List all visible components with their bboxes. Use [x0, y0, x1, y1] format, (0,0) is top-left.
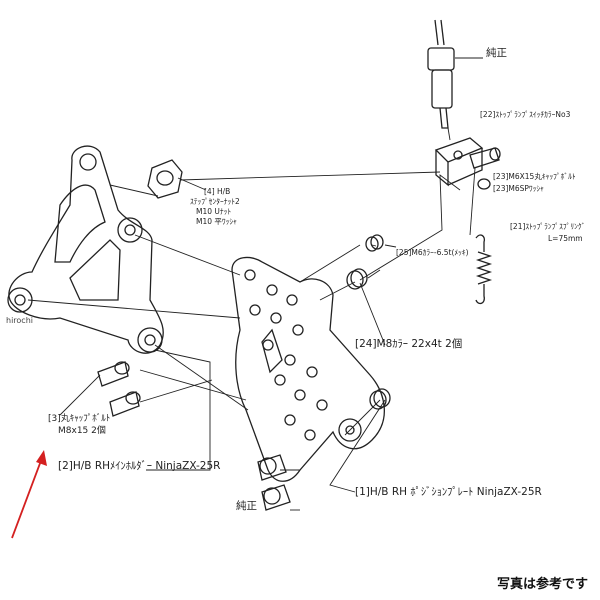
leader-lines	[27, 57, 483, 511]
switch-bracket-part	[434, 137, 484, 187]
reference-photo-note: 写真は参考です	[496, 577, 588, 592]
callout-4-label-4: M10 平ﾜｯｼｬ	[196, 217, 237, 226]
cap-bolts-part	[97, 361, 141, 417]
callout-23-bolt-label: [23]M6X15丸ｷｬｯﾌﾟﾎﾞﾙﾄ	[493, 172, 576, 181]
callout-4-label-1: [4] H/B	[204, 187, 231, 196]
m8-collars-part	[346, 268, 391, 410]
callout-2-label: [2]H/B RHﾒｲﾝﾎﾙﾀﾞｰ NinjaZX-25R	[58, 460, 221, 472]
callout-21-label-2: L=75mm	[548, 234, 583, 243]
callout-4-label-2: ｽﾃｯﾌﾟｾﾝﾀｰﾅｯﾄ2	[190, 197, 240, 206]
genuine-label-top: 純正	[486, 47, 507, 59]
callout-23-washer-label: [23]M6SPﾜｯｼｬ	[493, 184, 544, 193]
main-holder-part	[7, 145, 164, 354]
callout-3-label-2: M8x15 2個	[58, 426, 106, 436]
genuine-label-bottom: 純正	[236, 500, 257, 512]
m6-collar-part	[365, 234, 384, 252]
callout-3-label-1: [3]丸ｷｬｯﾌﾟﾎﾞﾙﾄ	[48, 414, 111, 424]
callout-24-label: [24]M8ｶﾗｰ 22x4t 2個	[355, 338, 463, 350]
callout-25-label: [25]M6ｶﾗｰ-6.5t(ﾒｯｷ)	[396, 248, 469, 257]
callout-1-label: [1]H/B RH ﾎﾟｼﾞｼｮﾝﾌﾟﾚｰﾄ NinjaZX-25R	[355, 486, 542, 498]
callout-21-label-1: [21]ｽﾄｯﾌﾟﾗﾝﾌﾟｽﾌﾟﾘﾝｸﾞ	[510, 222, 586, 231]
watermark: hirochi	[6, 316, 33, 325]
switch-bolt-part	[469, 147, 501, 190]
stop-lamp-switch-part	[427, 19, 455, 129]
position-plate-part	[231, 256, 385, 482]
callout-22-label: [22]ｽﾄｯﾌﾟﾗﾝﾌﾟｽｲｯﾁｶﾗｰNo3	[480, 110, 571, 119]
callout-4-label-3: M10 Uﾅｯﾄ	[196, 207, 232, 216]
center-nut-part	[147, 159, 183, 199]
genuine-bolts-part	[257, 454, 291, 511]
stop-lamp-spring-part	[475, 234, 493, 305]
red-arrow	[11, 450, 47, 539]
